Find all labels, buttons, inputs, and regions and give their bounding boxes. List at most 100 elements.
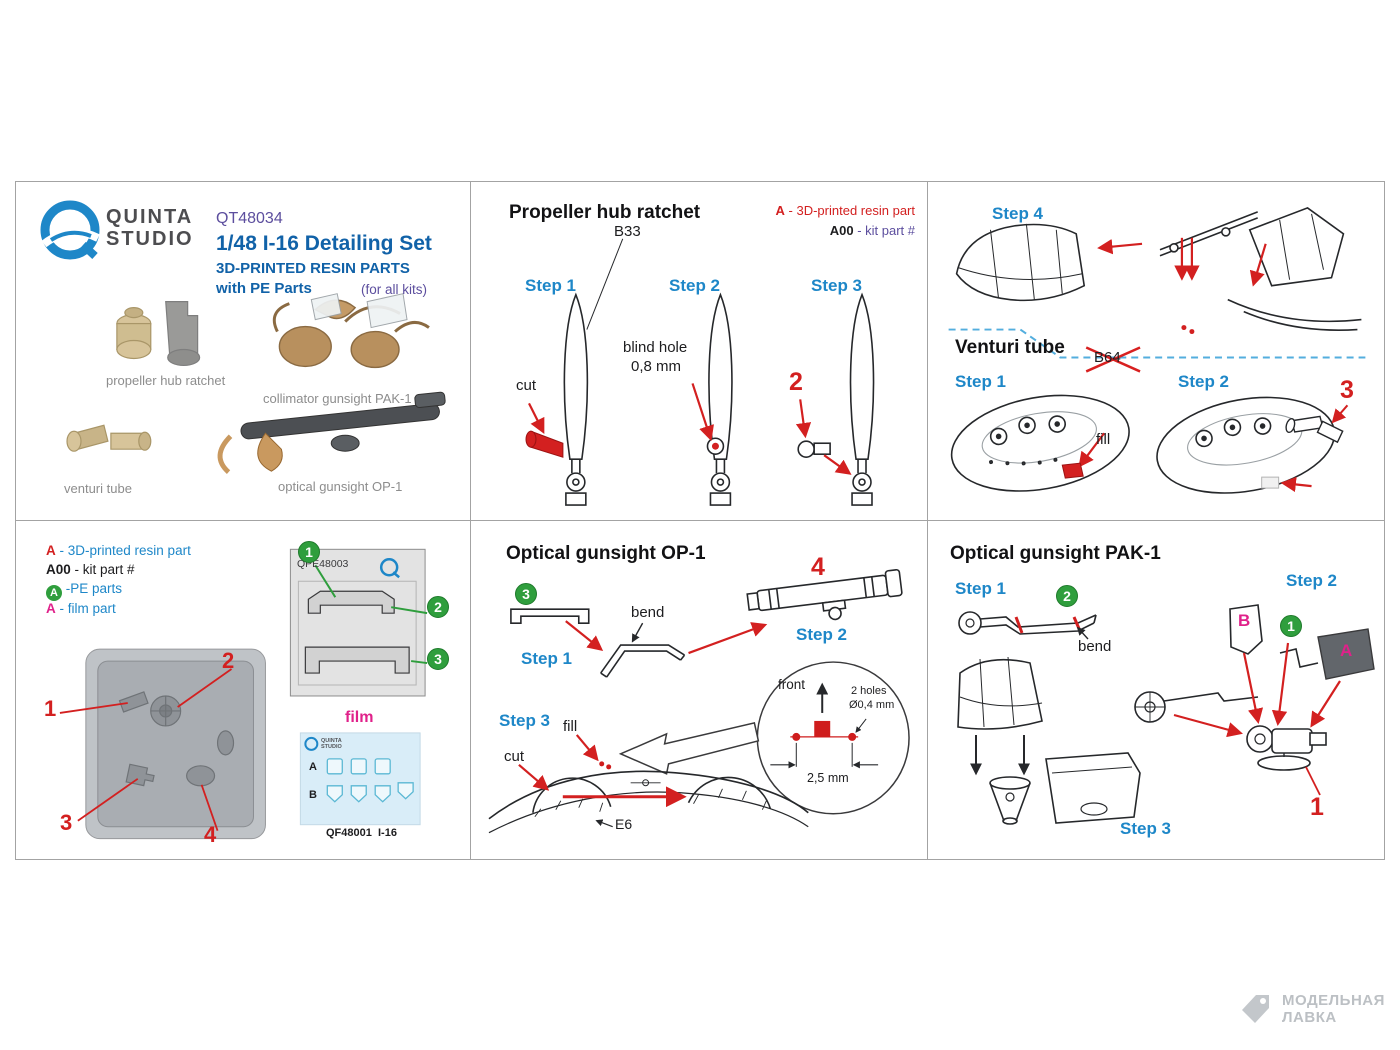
- panel-optical-gunsight-pak1: Optical gunsight PAK-1 Step 1 2 bend Ste…: [928, 521, 1384, 859]
- pak1-steps-illustration: [957, 604, 1375, 825]
- box-callout-3: 3: [60, 810, 73, 835]
- box-callout-4: 4: [204, 822, 217, 847]
- op1-step1-label: Step 1: [521, 649, 573, 668]
- cut-label: cut: [516, 377, 537, 394]
- dimension-label: 2,5 mm: [807, 771, 849, 785]
- box-callout-1: 1: [44, 696, 57, 721]
- op1-pe-callout-3: 3: [515, 583, 537, 605]
- propeller-step2-label: Step 2: [669, 276, 721, 295]
- legend2-kit: A00 - kit part #: [46, 562, 135, 577]
- blind-hole-label-1: blind hole: [623, 339, 688, 356]
- pak1-step1-label: Step 1: [955, 579, 1007, 598]
- step4-label: Step 4: [992, 204, 1044, 223]
- quinta-studio-logo-icon: [40, 200, 100, 260]
- watermark-text: МОДЕЛЬНАЯ ЛАВКА: [1282, 992, 1385, 1026]
- film-row-b-label: B: [309, 789, 317, 801]
- op1-step3-label: Step 3: [499, 711, 551, 730]
- parts-photo-illustration: [66, 293, 446, 475]
- pak1-step3-label: Step 3: [1120, 819, 1172, 838]
- part-number-2: 2: [789, 368, 803, 396]
- pak1-pe-callout-1: 1: [1280, 615, 1302, 637]
- legend-resin-desc: - 3D-printed resin part: [788, 203, 915, 218]
- legend2-pe: A -PE parts: [46, 581, 123, 602]
- panel-optical-gunsight-op1: Optical gunsight OP-1 3 bend Step 1 4 St…: [471, 521, 928, 859]
- pe-callout-1: 1: [298, 541, 320, 563]
- pak1-pe-callout-2: 2: [1056, 585, 1078, 607]
- venturi-steps-illustration: [948, 207, 1366, 494]
- caption-optical-gunsight-op1: optical gunsight OP-1: [278, 479, 403, 494]
- product-code: QT48034: [216, 210, 283, 227]
- contents-illustration: [59, 548, 428, 840]
- venturi-step1-label: Step 1: [955, 372, 1007, 391]
- legend-kit-desc: - kit part #: [857, 223, 915, 238]
- film-part-b-label: B: [1238, 611, 1251, 630]
- pe-callout-2: 2: [427, 596, 449, 618]
- panel-intro: QUINTA STUDIO QT48034 1/48 I-16 Detailin…: [16, 182, 471, 521]
- propeller-step1-label: Step 1: [525, 276, 577, 295]
- caption-propeller-hub-ratchet: propeller hub ratchet: [106, 373, 226, 388]
- blind-hole-label-2: 0,8 mm: [631, 358, 682, 375]
- legend-resin-letter: A: [775, 203, 785, 218]
- legend2-resin: A - 3D-printed resin part: [46, 543, 191, 558]
- film-part-a-label: A: [1340, 641, 1353, 660]
- legend2-kit-letter: A00: [46, 562, 71, 577]
- caption-venturi-tube: venturi tube: [64, 481, 132, 496]
- legend2-resin-letter: A: [46, 543, 56, 558]
- panel-title-pak1: Optical gunsight PAK-1: [950, 543, 1161, 564]
- film-label: film: [345, 709, 374, 726]
- kits-note: (for all kits): [361, 282, 428, 297]
- op1-steps-illustration: [488, 568, 910, 834]
- panel-venturi-tube: Step 4 Venturi tube B64 Step 1 Step 2 fi…: [928, 182, 1384, 521]
- legend-kit-part: A00 - kit part #: [829, 223, 915, 239]
- op1-step2-label: Step 2: [796, 625, 848, 644]
- panel-title-venturi: Venturi tube: [955, 337, 1065, 358]
- panels-grid: QUINTA STUDIO QT48034 1/48 I-16 Detailin…: [15, 181, 1385, 860]
- pak1-step2-label: Step 2: [1286, 571, 1338, 590]
- part-label-e6: E6: [615, 816, 633, 832]
- legend2-resin-desc: - 3D-printed resin part: [59, 543, 191, 558]
- bend-label: bend: [631, 604, 665, 621]
- holes-label-2: Ø0,4 mm: [849, 699, 895, 711]
- legend2-kit-desc: - kit part #: [74, 562, 135, 577]
- legend2-pe-desc: -PE parts: [65, 581, 123, 596]
- panel-legend-contents: A - 3D-printed resin part A00 - kit part…: [16, 521, 471, 859]
- film-brand-line1: QUINTA: [321, 738, 342, 744]
- box-callout-2: 2: [222, 648, 235, 673]
- modelnaya-lavka-watermark: МОДЕЛЬНАЯ ЛАВКА: [1236, 990, 1385, 1028]
- legend-kit-letter: A00: [829, 223, 854, 238]
- part-label-b33: B33: [614, 223, 641, 240]
- propeller-steps-illustration: [525, 238, 875, 506]
- op1-fill-label: fill: [563, 718, 578, 735]
- venturi-step2-label: Step 2: [1178, 372, 1230, 391]
- propeller-step3-label: Step 3: [811, 276, 863, 295]
- film-brand: QUINTA STUDIO: [321, 738, 342, 750]
- film-brand-line2: STUDIO: [321, 744, 342, 750]
- front-label: front: [778, 677, 806, 692]
- panel-title-propeller: Propeller hub ratchet: [509, 202, 701, 223]
- panel-propeller-hub-ratchet: Propeller hub ratchet A - 3D-printed res…: [471, 182, 928, 521]
- pak1-bend-label: bend: [1078, 638, 1112, 655]
- legend2-film-letter: A: [46, 601, 56, 616]
- pe-fret-code: QPE48003: [297, 558, 349, 570]
- part-number-3: 3: [1340, 376, 1354, 404]
- film-code: QF48001 I-16: [326, 827, 397, 839]
- legend2-film: A - film part: [46, 601, 116, 616]
- pe-callout-3: 3: [427, 648, 449, 670]
- holes-label-1: 2 holes: [851, 685, 887, 697]
- part-number-4: 4: [811, 553, 825, 581]
- panel-title-op1: Optical gunsight OP-1: [506, 543, 706, 564]
- caption-collimator-gunsight-pak1: collimator gunsight PAK-1: [263, 391, 412, 406]
- part-number-1: 1: [1310, 793, 1324, 821]
- brand-line1: QUINTA: [106, 206, 194, 228]
- op1-cut-label: cut: [504, 748, 525, 765]
- legend2-pe-letter: A: [46, 585, 62, 602]
- shop-tag-icon: [1242, 995, 1269, 1023]
- legend2-film-desc: - film part: [59, 601, 116, 616]
- fill-label: fill: [1096, 431, 1111, 448]
- part-label-b64-crossed: B64: [1094, 349, 1121, 366]
- product-title: 1/48 I-16 Detailing Set: [216, 232, 432, 255]
- legend-resin-part: A - 3D-printed resin part: [775, 203, 915, 219]
- brand-line2: STUDIO: [106, 228, 194, 250]
- watermark-line2: ЛАВКА: [1282, 1009, 1337, 1026]
